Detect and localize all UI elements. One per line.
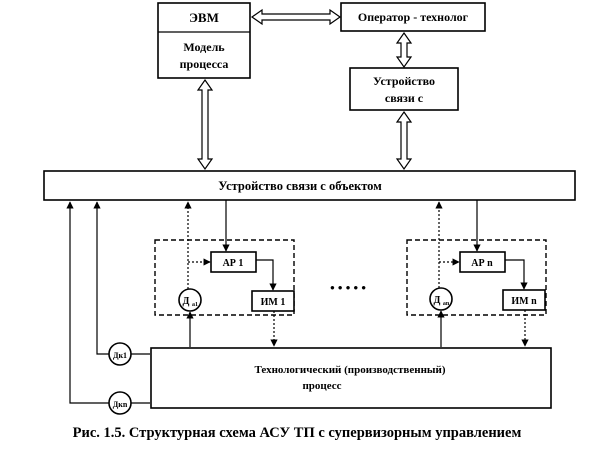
object-bus-label: Устройство связи с объектом [218,179,382,193]
quality-sensor-n: Дкn [66,201,150,415]
regulator-1-box [210,251,257,273]
process-label-line1: Технологический (производственный) [254,364,445,376]
loop-n-frame [406,239,547,316]
model-label-line2: процесса [180,57,229,71]
operator-label: Оператор - технолог [358,10,469,24]
actuator-1-label: ИМ 1 [261,297,286,308]
sensor-n-label: Д [434,295,441,306]
link-comm-bus [395,110,413,171]
regulator-n-label: АР n [471,258,493,269]
actuator-1-box [251,290,295,312]
arrow-sensor-c1-to-bus [93,201,109,355]
link-evm-operator [250,8,342,26]
object-bus-block: Устройство связи с объектом [43,170,576,201]
sensor-1-circle [178,288,202,312]
evm-label: ЭВМ [189,10,219,25]
actuator-n-label: ИМ n [511,296,537,307]
actuator-n-box [502,289,546,311]
sensor-1-label: Д [183,296,190,307]
regulator-1-label: АР 1 [223,258,244,269]
quality-sensor-1: Дк1 [93,201,150,366]
sensor-1-sub: a1 [192,302,198,308]
sensor-cn-label: Дкn [113,400,128,409]
arrow-regulator-1-to-actuator-1 [256,259,277,291]
sensor-c1-label: Дк1 [113,351,127,360]
arrow-regulator-n-to-actuator-n [505,259,528,290]
figure-caption: Рис. 1.5. Структурная схема АСУ ТП с суп… [72,425,522,441]
control-loop-1: АР 1 ИМ 1 Д a1 [154,200,295,347]
model-label-line1: Модель [183,40,225,54]
link-operator-comm [395,31,413,69]
regulator-n-box [459,251,506,273]
sensor-n-circle [429,287,453,311]
comm-device-block: Устройство связи с [349,67,459,111]
evm-block: ЭВМ Модель процесса [157,2,251,79]
comm-device-label-line2: связи с [385,91,424,105]
link-evm-bus [196,78,214,171]
arrow-sensor-cn-to-bus [66,201,109,404]
comm-device-label-line1: Устройство [373,74,435,88]
loops-ellipsis: • • • • • [330,280,366,295]
process-block: Технологический (производственный) проце… [150,347,552,409]
control-loop-n: АР n ИМ n Д an [406,200,547,347]
sensor-n-sub: an [443,301,450,307]
process-label-line2: процесс [302,380,341,392]
operator-block: Оператор - технолог [340,2,486,32]
loop-1-frame [154,239,295,316]
